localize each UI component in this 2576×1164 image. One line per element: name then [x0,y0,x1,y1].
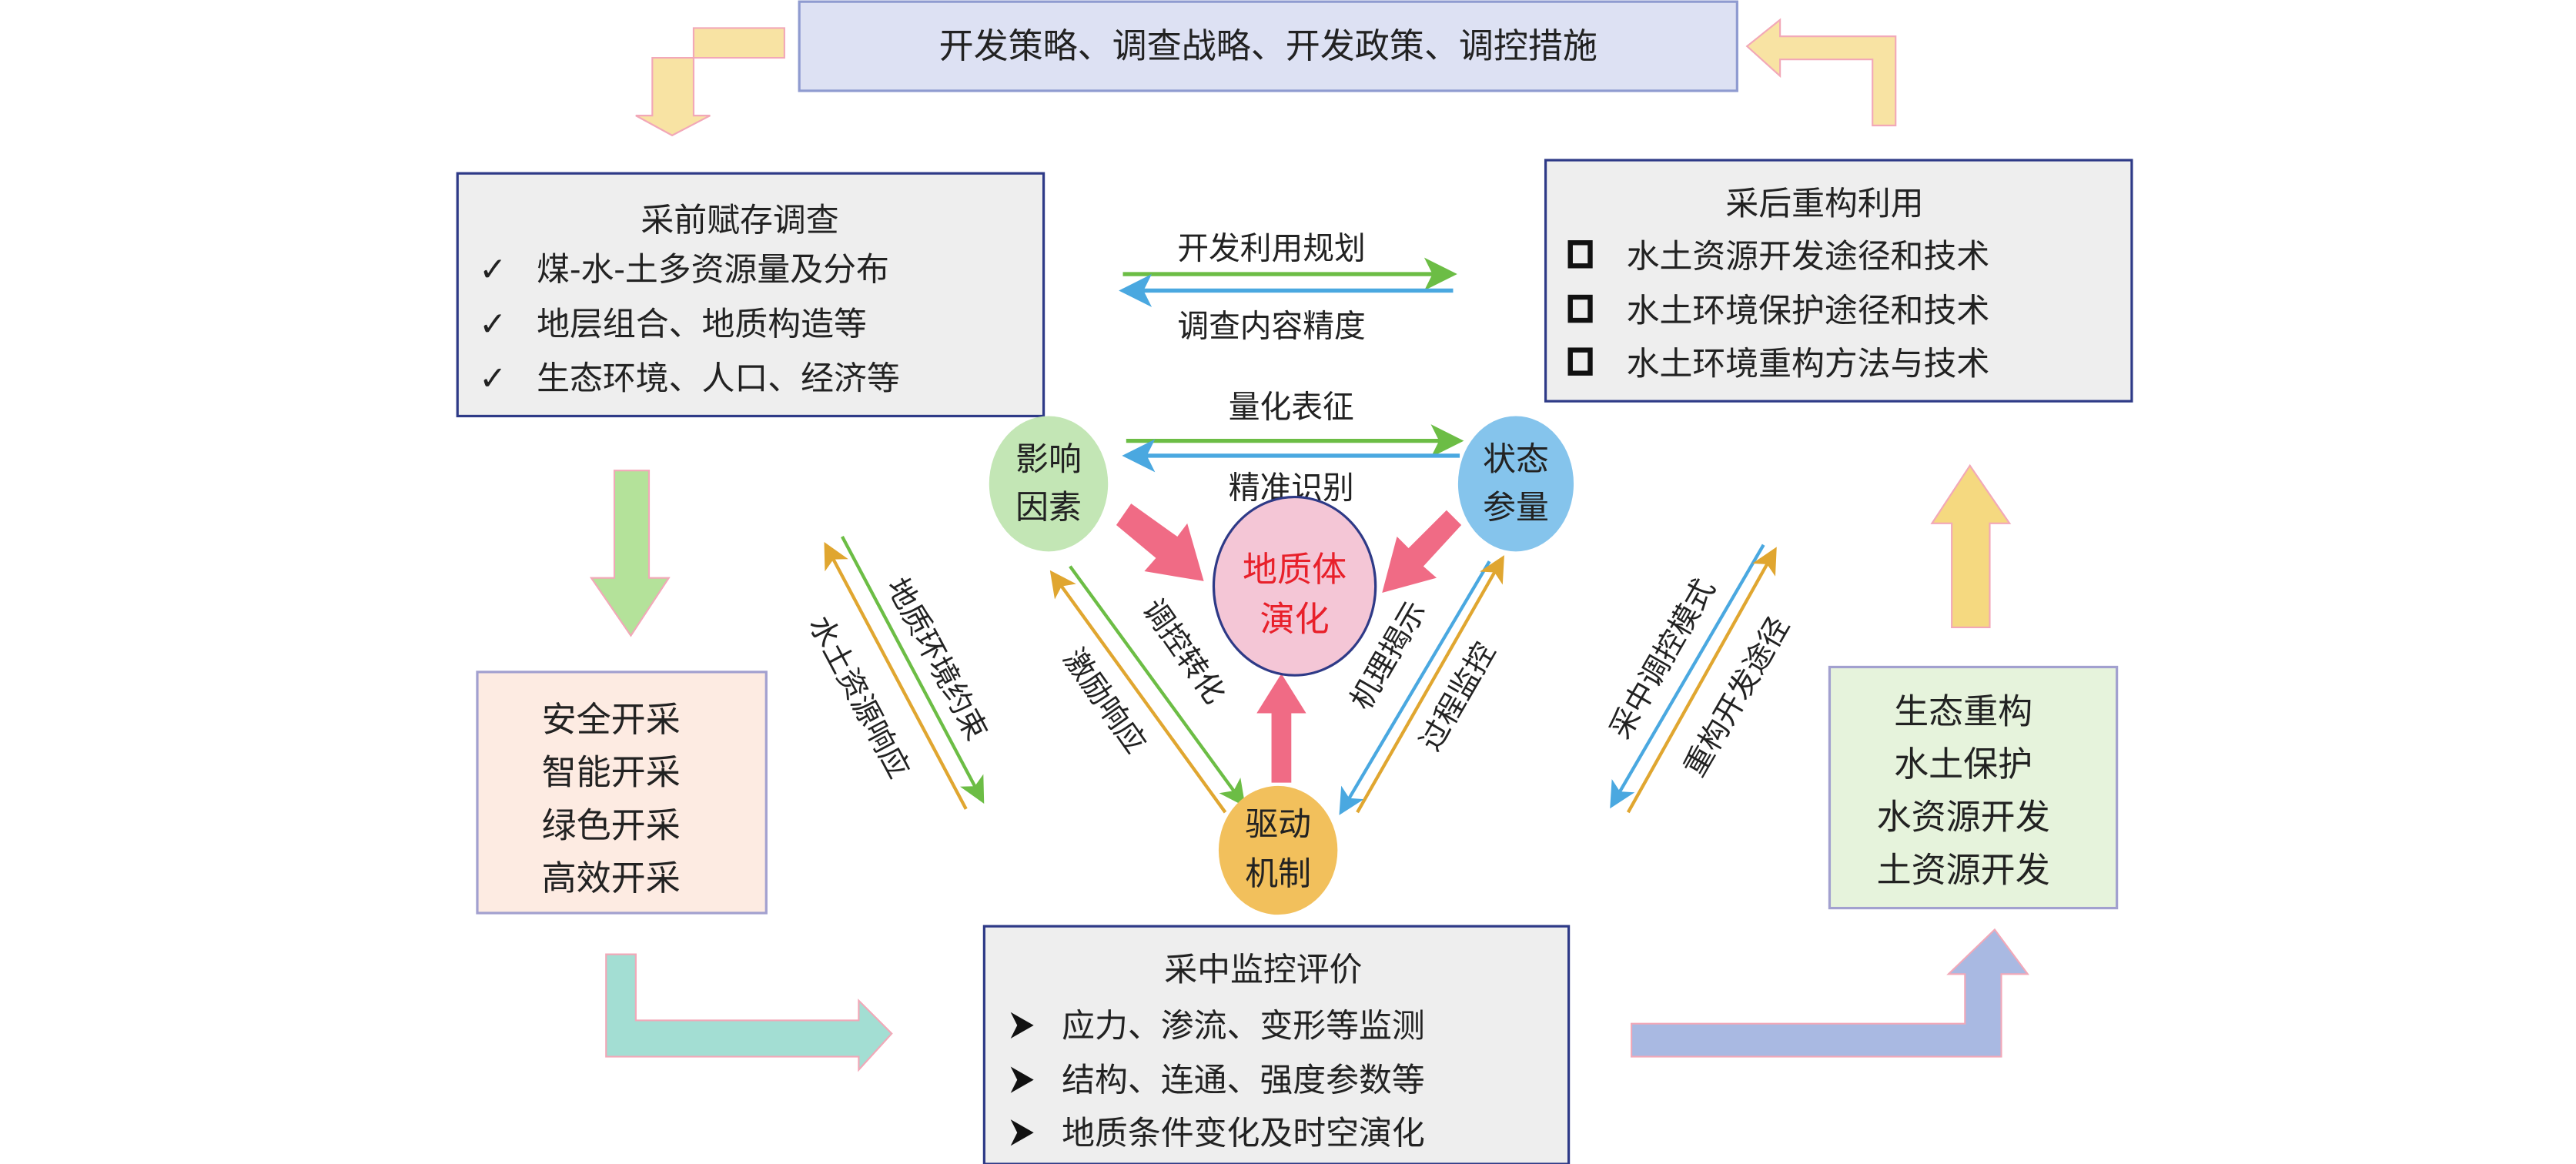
state-to-core-arrow [1382,510,1462,593]
mining-mode: 绿色开采 [542,804,681,845]
elbow-arrow-bottom-right [1631,928,2029,1058]
mining-mode: 智能开采 [542,752,681,793]
strategy-text: 开发策略、调查战略、开发政策、调控措施 [939,25,1597,66]
post-mining-box: 采后重构利用 水土资源开发途径和技术 水土环境保护途径和技术 水土环境重构方法与… [1544,159,2133,403]
mining-mode: 高效开采 [542,858,681,898]
mid-mining-box: 采中监控评价 应力、渗流、变形等监测 结构、连通、强度参数等 地质条件变化及时空… [982,925,1571,1164]
square-icon [1567,347,1593,376]
post-mining-title: 采后重构利用 [1725,185,1923,223]
elbow-arrow-bottom-left [605,953,893,1072]
pre-mining-title: 采前赋存调查 [641,201,838,239]
check-icon: ✓ [479,360,507,398]
monitor-arrow [1356,555,1504,814]
up-arrow-right [1930,463,2012,629]
influence-text: 影响 [1015,440,1082,479]
path-arrow [1626,547,1777,814]
down-arrow-left [589,470,671,637]
triangle-arrow-icon [1010,1119,1034,1146]
state-text: 参量 [1483,488,1549,527]
state-text: 状态 [1483,440,1549,479]
influence-node: 影响 因素 [989,416,1109,552]
reconstruction-item: 生态重构 [1894,691,2032,731]
elbow-arrow-top-left [635,27,785,137]
pre-mining-item: 生态环境、人口、经济等 [537,360,900,398]
triangle-arrow-icon [1010,1012,1034,1039]
post-mining-item: 水土环境重构方法与技术 [1627,345,1990,383]
triangle-arrow-icon [1010,1066,1034,1093]
post-mining-item: 水土资源开发途径和技术 [1627,237,1990,276]
state-node: 状态 参量 [1457,416,1574,552]
driver-node: 驱动 机制 [1218,785,1338,915]
core-text: 地质体 [1243,549,1347,590]
driver-text: 机制 [1245,855,1311,894]
geo-constraint-arrow [841,536,985,804]
resource-response-arrow [824,541,968,810]
geo-constraint-label: 地质环境约束 [879,572,993,746]
mining-mode: 安全开采 [542,699,681,740]
pre-mining-box: 采前赋存调查 ✓ 煤-水-土多资源量及分布 ✓ 地层组合、地质构造等 ✓ 生态环… [456,172,1045,418]
pre-mining-item: 地层组合、地质构造等 [537,305,867,343]
reconstruction-box: 生态重构 水土保护 水资源开发 土资源开发 [1828,665,2119,910]
plan-label: 开发利用规划 [1177,230,1365,267]
post-mining-item: 水土环境保护途径和技术 [1627,292,1990,330]
mid-mining-item: 应力、渗流、变形等监测 [1062,1007,1425,1045]
pre-mining-item: 煤-水-土多资源量及分布 [537,251,889,289]
mechanism-arrow [1339,560,1491,815]
square-icon [1567,294,1593,323]
elbow-arrow-top-right [1745,18,1897,127]
stimulate-arrow [1049,570,1227,814]
monitor-label: 过程监控 [1413,637,1503,757]
reconstruction-item: 水资源开发 [1877,797,2050,838]
mining-modes-box: 安全开采 智能开采 绿色开采 高效开采 [476,671,768,915]
square-icon [1567,240,1593,269]
influence-text: 因素 [1015,488,1082,527]
strategy-box: 开发策略、调查战略、开发政策、调控措施 [798,0,1738,92]
core-text: 演化 [1260,598,1330,639]
driver-to-core-arrow [1256,674,1306,783]
check-icon: ✓ [479,305,507,343]
resource-response-label: 水土资源响应 [801,610,915,784]
mode-arrow [1610,544,1765,809]
regulate-arrow [1069,565,1246,807]
mid-mining-item: 地质条件变化及时空演化 [1062,1114,1425,1152]
driver-text: 驱动 [1245,805,1311,844]
quantify-label: 量化表征 [1229,389,1354,426]
reconstruction-item: 土资源开发 [1877,849,2050,890]
check-icon: ✓ [479,251,507,289]
core-node: 地质体 演化 [1212,495,1377,677]
reconstruction-item: 水土保护 [1894,744,2032,784]
influence-to-core-arrow [1116,503,1204,581]
precision-label: 调查内容精度 [1177,308,1365,345]
mid-mining-item: 结构、连通、强度参数等 [1062,1062,1425,1100]
mid-mining-title: 采中监控评价 [1164,951,1362,989]
